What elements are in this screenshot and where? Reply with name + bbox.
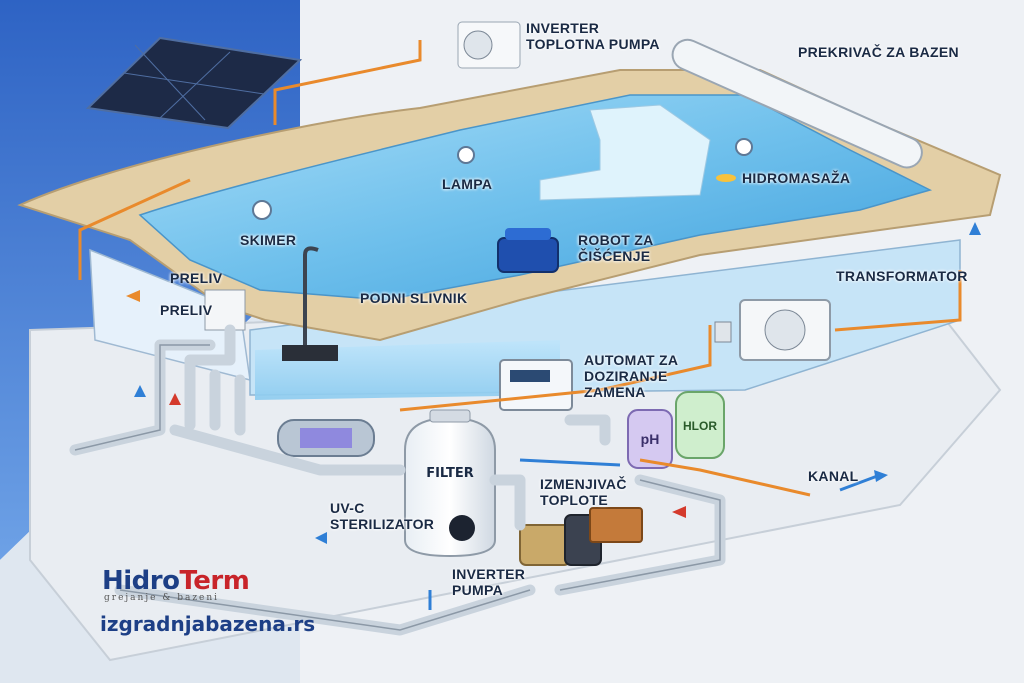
label-channel: KANAL xyxy=(808,468,859,484)
shower-icon xyxy=(303,246,319,345)
label-transformer: TRANSFORMATOR xyxy=(836,268,968,284)
ph-canister xyxy=(627,409,673,469)
heat-exchanger xyxy=(589,507,643,543)
label-robot: ROBOT ZA ČIŠĆENJE xyxy=(578,232,654,264)
skimmer-box xyxy=(204,289,246,331)
chlorine-canister xyxy=(675,391,725,459)
pool-steps xyxy=(539,104,711,201)
brand-website: izgradnjabazena.rs xyxy=(100,612,316,636)
hydromassage-jet xyxy=(716,174,736,182)
label-floor-drain: PODNI SLIVNIK xyxy=(360,290,468,306)
pool-water xyxy=(138,94,933,301)
pool-cover-roller xyxy=(671,38,923,169)
label-dosing: AUTOMAT ZA DOZIRANJE ZAMENA xyxy=(584,352,679,400)
pipe-outlines xyxy=(74,344,721,631)
label-hydromassage: HIDROMASAŽA xyxy=(742,170,851,186)
transformer-box xyxy=(714,321,732,343)
filter-tank xyxy=(404,416,496,558)
inverter-pump xyxy=(519,524,571,566)
label-heat-exchanger: IZMENJIVAČ TOPLOTE xyxy=(540,476,627,508)
label-overflow-2: PRELIV xyxy=(160,302,213,318)
arrow-overflow xyxy=(126,290,140,302)
brand-logo: HidroTerm grejanje & bazeni xyxy=(102,566,250,603)
label-overflow-1: PRELIV xyxy=(170,270,223,286)
arrow-up-red xyxy=(169,393,181,405)
ph-label: pH xyxy=(641,431,660,447)
cold-lines xyxy=(428,458,881,610)
skimmer-icon xyxy=(252,200,272,220)
dosing-controller xyxy=(499,359,573,411)
robot-cleaner-icon xyxy=(497,237,559,273)
arrow-return-up xyxy=(969,222,981,235)
arrow-uv xyxy=(315,532,327,544)
label-skimmer: SKIMER xyxy=(240,232,297,248)
chlorine-label: HLOR xyxy=(683,419,717,433)
hot-lines xyxy=(78,40,962,497)
filter-gauge xyxy=(449,515,475,541)
brand-tagline: grejanje & bazeni xyxy=(104,593,220,603)
shower-base xyxy=(282,345,338,361)
arrow-channel xyxy=(874,470,888,482)
lamp-icon xyxy=(457,146,475,164)
label-lamp: LAMPA xyxy=(442,176,493,192)
arrow-up-blue xyxy=(134,385,146,397)
arrow-heat-in xyxy=(672,506,686,518)
filter-label: FILTER xyxy=(426,466,474,481)
lamp-icon-right xyxy=(735,138,753,156)
brand-name-part2: Term xyxy=(179,566,250,596)
label-pump: INVERTER PUMPA xyxy=(452,566,526,598)
label-heat-pump: INVERTER TOPLOTNA PUMPA xyxy=(526,20,660,52)
label-cover: PREKRIVAČ ZA BAZEN xyxy=(798,44,959,60)
brand-name-part1: Hidro xyxy=(102,566,180,596)
label-uvc: UV-C STERILIZATOR xyxy=(330,500,435,532)
